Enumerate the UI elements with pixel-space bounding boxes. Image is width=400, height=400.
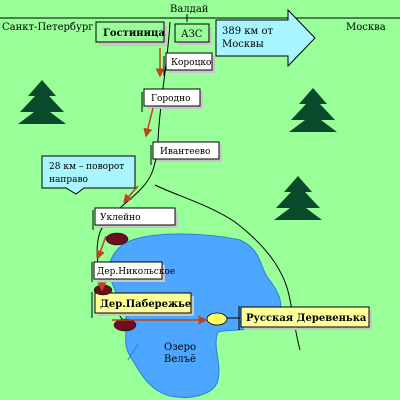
turn-callout-line1: 28 км – поворот (49, 162, 124, 172)
village-label: Короцко (171, 58, 211, 68)
village-sign-korotsko: Короцко (163, 52, 215, 76)
direction-arrow (123, 185, 139, 204)
distance-callout-line2: Москвы (222, 39, 264, 50)
top-road-label: Валдай (170, 4, 209, 15)
location-marker (113, 318, 137, 332)
tree-icon (18, 80, 66, 124)
village-sign-paberezhe: Дер.Пабережье (91, 292, 194, 318)
village-label: Дер.Никольское (97, 267, 175, 277)
turn-callout: 28 км – поворот направо (41, 155, 136, 195)
village-sign-nikolskoe: Дер.Никольское (91, 261, 175, 282)
hotel-label: Гостиница (103, 28, 165, 39)
tree-icon (289, 88, 337, 132)
location-marker (105, 232, 129, 246)
left-city-label: Санкт-Петербург (2, 22, 93, 33)
village-label: Уклейно (100, 213, 141, 223)
distance-callout-line1: 389 км от (222, 26, 273, 37)
location-marker (93, 284, 113, 296)
highlighted-village-label: Дер.Пабережье (100, 299, 191, 310)
turn-callout-line2: направо (49, 175, 88, 185)
village-label: Ивантеево (160, 147, 210, 157)
village-sign-ivanteevo: Ивантеево (150, 141, 222, 165)
lake-label-line1: Озеро (164, 342, 196, 353)
right-city-label: Москва (346, 22, 386, 33)
gas-station-label: АЗС (181, 29, 203, 40)
lake-label-line2: Велъё (164, 354, 196, 365)
tree-icon (274, 176, 322, 220)
direction-arrow (143, 107, 154, 138)
lake-pointer (127, 343, 139, 361)
village-sign-gorodno: Городно (141, 88, 203, 112)
destination-marker (206, 312, 228, 326)
village-sign-ukleino: Уклейно (92, 207, 178, 230)
highlighted-village-label: Русская Деревенька (246, 313, 367, 324)
direction-arrow (96, 235, 107, 260)
distance-callout: 389 км от Москвы (215, 8, 316, 68)
hotel-sign: Гостиница (95, 21, 167, 46)
village-sign-russkaya-derevenka: Русская Деревенька (238, 306, 372, 330)
gas-station-sign: АЗС (174, 23, 212, 45)
village-label: Городно (151, 94, 191, 104)
